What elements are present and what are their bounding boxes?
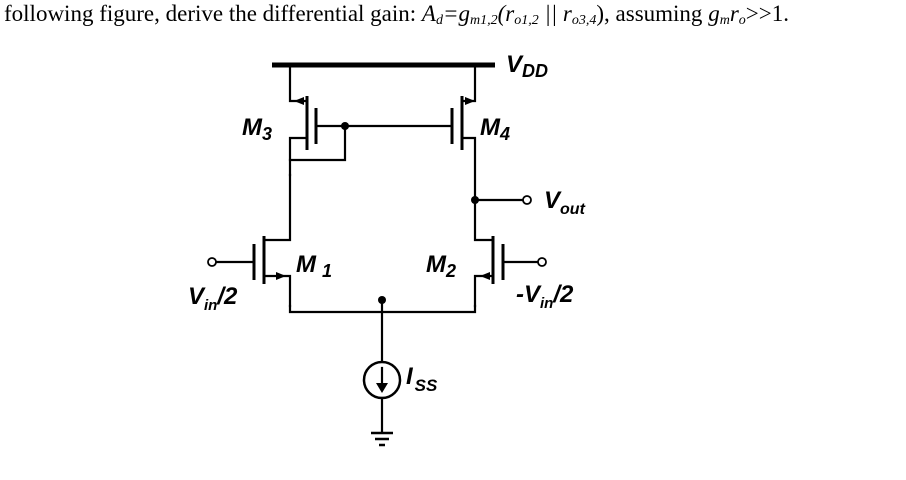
m4-transistor [343,63,477,202]
cond-g: g [708,1,720,26]
vout-label: Vout [544,187,586,218]
gain-subscript: d [435,13,443,28]
cond-ro-subscript: o [738,13,746,28]
vout-node [471,195,532,205]
assuming-text: ), assuming [596,1,709,26]
m3-transistor [288,63,349,177]
ro12-subscript: o1,2 [514,13,539,28]
ro34-subscript: o3,4 [571,13,597,28]
vin-pos-label: Vin/2 [188,283,238,314]
current-source [362,360,402,434]
equals-gm: =g [442,1,471,26]
gain-symbol: A [421,1,436,26]
parallel-symbol: || r [538,1,572,26]
gm-subscript: m1,2 [470,13,498,28]
ro-open: (r [497,1,515,26]
m1-transistor [207,173,292,308]
m3-label: M3 [242,114,272,144]
question-text: following figure, derive the differentia… [4,0,789,35]
tail-node [288,296,477,363]
vin-neg-label: -Vin/2 [516,281,574,312]
question-prefix: following figure, derive the differentia… [4,1,422,26]
condition-tail: >>1. [745,1,789,26]
cond-gm-subscript: m [719,13,730,28]
ground-symbol [371,431,393,447]
vdd-label: VDD [506,51,548,81]
m4-label: M4 [480,114,510,144]
m2-transistor [473,198,547,308]
m2-label: M2 [426,251,456,281]
cond-r: r [729,1,739,26]
